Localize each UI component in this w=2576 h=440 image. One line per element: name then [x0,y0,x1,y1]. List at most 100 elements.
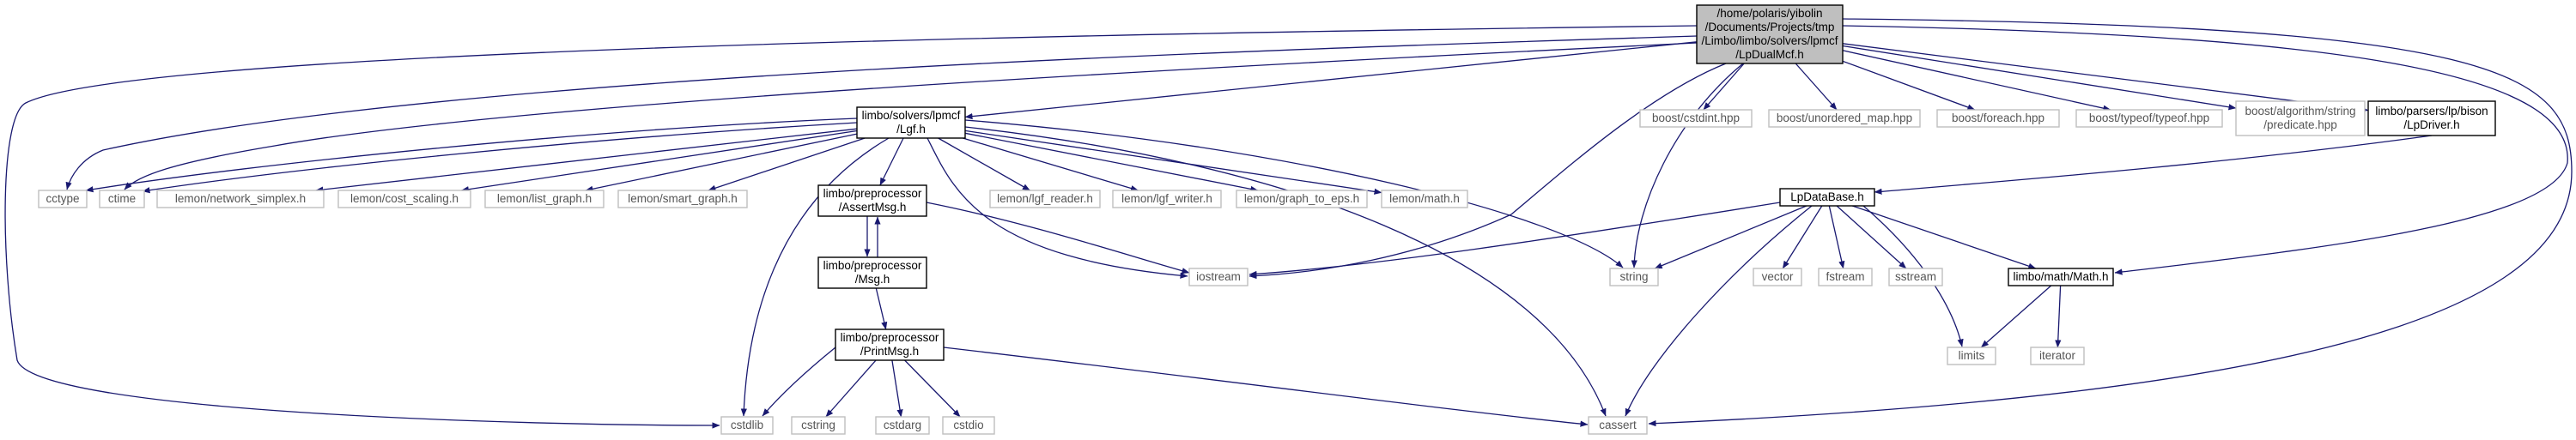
node-box [1888,268,1943,286]
edge-assertmsg-to-iostream [926,202,1190,274]
node-box [817,256,927,289]
node-box [1188,268,1249,286]
node-label-line: /Lgf.h [896,123,926,136]
node-predicate: boost/algorithm/string/predicate.hpp [2235,100,2366,136]
node-box [989,190,1101,208]
node-foreach: boost/foreach.hpp [1936,109,2060,128]
edge-root-to-unordered_map [1795,63,1838,111]
node-box [1588,416,1648,435]
node-label-line: string [1619,270,1648,283]
node-limbo_math[interactable]: limbo/math/Math.h [2008,268,2114,286]
node-root[interactable]: /home/polaris/yibolin/Documents/Projects… [1696,4,1844,64]
node-msg[interactable]: limbo/preprocessor/Msg.h [817,256,927,289]
node-lpdriver[interactable]: limbo/parsers/lp/bison/LpDriver.h [2367,100,2496,136]
node-label-line: cctype [46,192,79,205]
node-label-line: limbo/preprocessor [841,331,939,344]
node-box [617,190,748,208]
node-box [1779,188,1875,207]
node-box [817,184,927,217]
edge-lgf-to-cctype [85,118,858,193]
node-box [835,328,945,361]
edge-printmsg-to-cstdlib [762,347,836,417]
node-label-line: iostream [1196,270,1241,283]
node-label-line: limbo/solvers/lpmcf [862,109,961,122]
edge-printmsg-to-cstring [825,359,877,418]
node-box [1236,190,1368,208]
node-label-line: boost/algorithm/string [2245,105,2355,118]
edge-lgf-to-cassert [964,126,1607,417]
node-label-line: /home/polaris/yibolin [1716,7,1822,20]
node-label-line: sstream [1895,270,1936,283]
node-iostream: iostream [1188,268,1249,286]
node-label-line: cstdarg [884,419,921,431]
edge-root-to-lpdriver [1842,43,2369,113]
edge-root-to-limbo_math [1842,25,2568,275]
node-assertmsg[interactable]: limbo/preprocessor/AssertMsg.h [817,184,927,217]
node-unordered_map: boost/unordered_map.hpp [1768,109,1921,128]
node-lgf[interactable]: limbo/solvers/lpmcf/Lgf.h [856,106,966,139]
edge-root-to-string [1631,63,1744,268]
node-box [875,416,930,435]
node-box [1768,109,1921,128]
node-label-line: boost/cstdint.hpp [1652,112,1740,124]
node-label-line: lemon/graph_to_eps.h [1244,192,1359,205]
edge-root-to-lgf [964,41,1698,120]
edge-root-to-cassert [1648,18,2573,427]
node-box [156,190,325,208]
edge-root-to-typeof [1842,50,2111,112]
node-lgf_writer: lemon/lgf_writer.h [1112,190,1222,208]
edge-lpdatabase-to-iostream [1249,202,1781,278]
node-label-line: cstdlib [731,419,763,431]
node-label-line: LpDataBase.h [1790,190,1864,203]
node-label-line: ctime [108,192,136,205]
node-box [38,190,88,208]
node-box [1696,4,1844,64]
node-label-line: /Limbo/limbo/solvers/lpmcf [1701,34,1838,47]
edge-root-to-cstdint [1703,63,1745,111]
edge-root-to-predicate [1842,45,2237,111]
node-box [337,190,471,208]
node-string: string [1609,268,1659,286]
node-lpdatabase[interactable]: LpDataBase.h [1779,188,1875,207]
edge-lgf-to-cost_scaling [460,130,858,193]
node-cstring: cstring [791,416,846,435]
node-box [942,416,995,435]
node-label-line: iterator [2039,349,2076,362]
edge-root-to-foreach [1842,60,1976,111]
node-cctype: cctype [38,190,88,208]
edge-root-to-iostream [1249,63,1727,280]
edge-printmsg-to-cassert [943,347,1589,427]
node-layer: /home/polaris/yibolin/Documents/Projects… [38,4,2496,435]
node-box [2030,347,2085,365]
node-box [1818,268,1873,286]
node-cstdarg: cstdarg [875,416,930,435]
node-printmsg[interactable]: limbo/preprocessor/PrintMsg.h [835,328,945,361]
edge-lpdatabase-to-vector [1782,205,1823,269]
node-label-line: /LpDriver.h [2403,118,2459,131]
node-label-line: lemon/lgf_writer.h [1121,192,1212,205]
node-box [791,416,846,435]
node-box [2367,100,2496,136]
node-box [1609,268,1659,286]
edge-lgf-to-list_graph [585,133,858,192]
node-label-line: lemon/network_simplex.h [175,192,306,205]
edge-lpdatabase-to-limbo_math [1851,205,2037,269]
edge-root-to-cstdlib [4,25,1698,429]
node-limits: limits [1947,347,1996,365]
node-net_simplex: lemon/network_simplex.h [156,190,325,208]
edge-lpdatabase-to-sstream [1836,205,1907,269]
node-lgf_reader: lemon/lgf_reader.h [989,190,1101,208]
edge-lpdatabase-to-cassert [1625,205,1813,417]
node-cost_scaling: lemon/cost_scaling.h [337,190,471,208]
node-label-line: /PrintMsg.h [860,345,919,358]
node-vector: vector [1753,268,1802,286]
node-list_graph: lemon/list_graph.h [484,190,605,208]
node-typeof: boost/typeof/typeof.hpp [2075,109,2223,128]
node-box [2235,100,2366,136]
edge-printmsg-to-cstdarg [891,359,903,418]
node-label-line: limits [1959,349,1985,362]
node-label-line: lemon/cost_scaling.h [350,192,459,205]
node-box [1753,268,1802,286]
edge-lgf-to-lemon_math [964,130,1382,195]
node-box [1381,190,1468,208]
